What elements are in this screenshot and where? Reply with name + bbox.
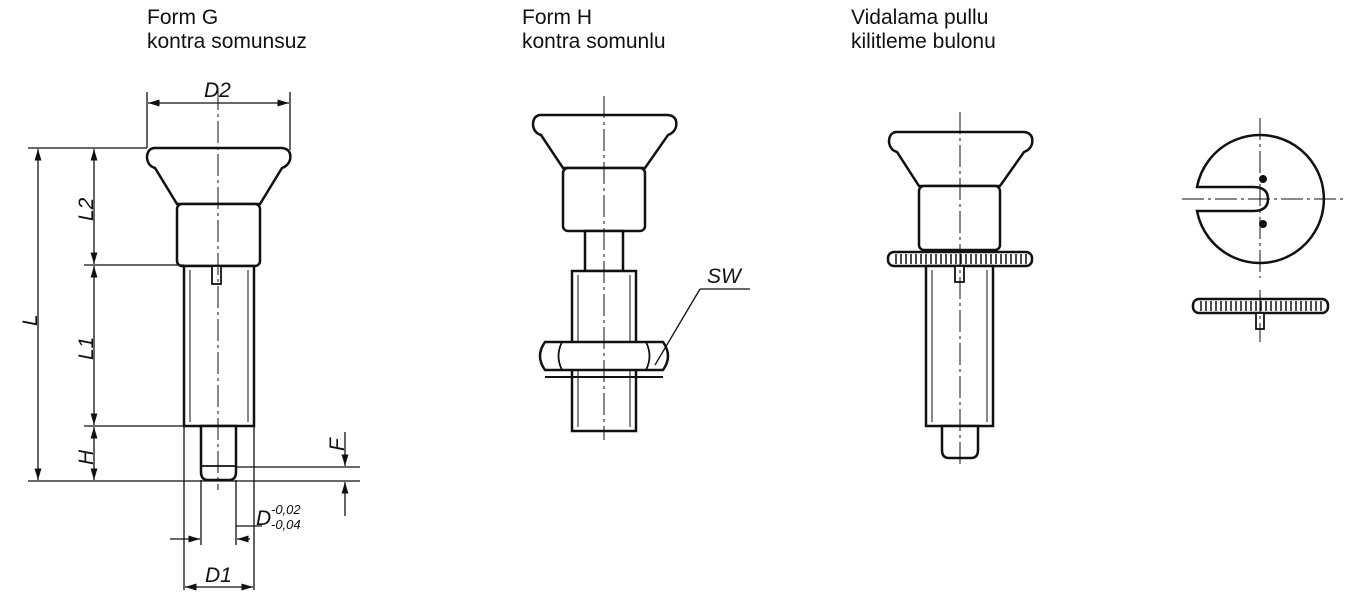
- dim-f: F: [326, 437, 349, 451]
- vidalama-caption: Vidalama pullu kilitleme bulonu: [851, 6, 996, 54]
- form-g-title: Form G: [147, 6, 219, 29]
- dim-h: H: [75, 449, 98, 465]
- form-h-knob: [531, 113, 678, 170]
- form-g-dimensions: [28, 92, 360, 591]
- vidalama-title: Vidalama pullu: [851, 6, 989, 29]
- form-g-knob: [145, 146, 292, 206]
- form-g-thread: [182, 264, 256, 428]
- dim-d-upper-tolerance: -0,02: [271, 502, 301, 517]
- form-h-subtitle: kontra somunlu: [522, 30, 666, 53]
- form-h-caption: Form H kontra somunlu: [522, 6, 666, 54]
- form-g-subtitle: kontra somunsuz: [147, 30, 307, 53]
- dim-l: L: [19, 314, 42, 326]
- washer-top-view: [1195, 133, 1326, 265]
- form-h-title: Form H: [522, 6, 592, 29]
- dim-sw: SW: [707, 265, 743, 288]
- dim-d-lower-tolerance: -0,04: [271, 517, 301, 532]
- washer-side-view: [1191, 297, 1330, 330]
- dim-l2: L2: [75, 197, 98, 221]
- dim-d1: D1: [205, 564, 232, 587]
- form-h-drawing: [531, 113, 678, 433]
- vidalama-subtitle: kilitleme bulonu: [851, 30, 996, 53]
- form-g-caption: Form G kontra somunsuz: [147, 6, 307, 54]
- form-h-sw-leader: [654, 288, 750, 366]
- form-g-drawing: [145, 146, 292, 482]
- dim-d: D: [256, 507, 271, 530]
- vidalama-knob: [887, 130, 1034, 188]
- dim-d2: D2: [204, 79, 231, 102]
- dim-l1: L1: [75, 337, 98, 360]
